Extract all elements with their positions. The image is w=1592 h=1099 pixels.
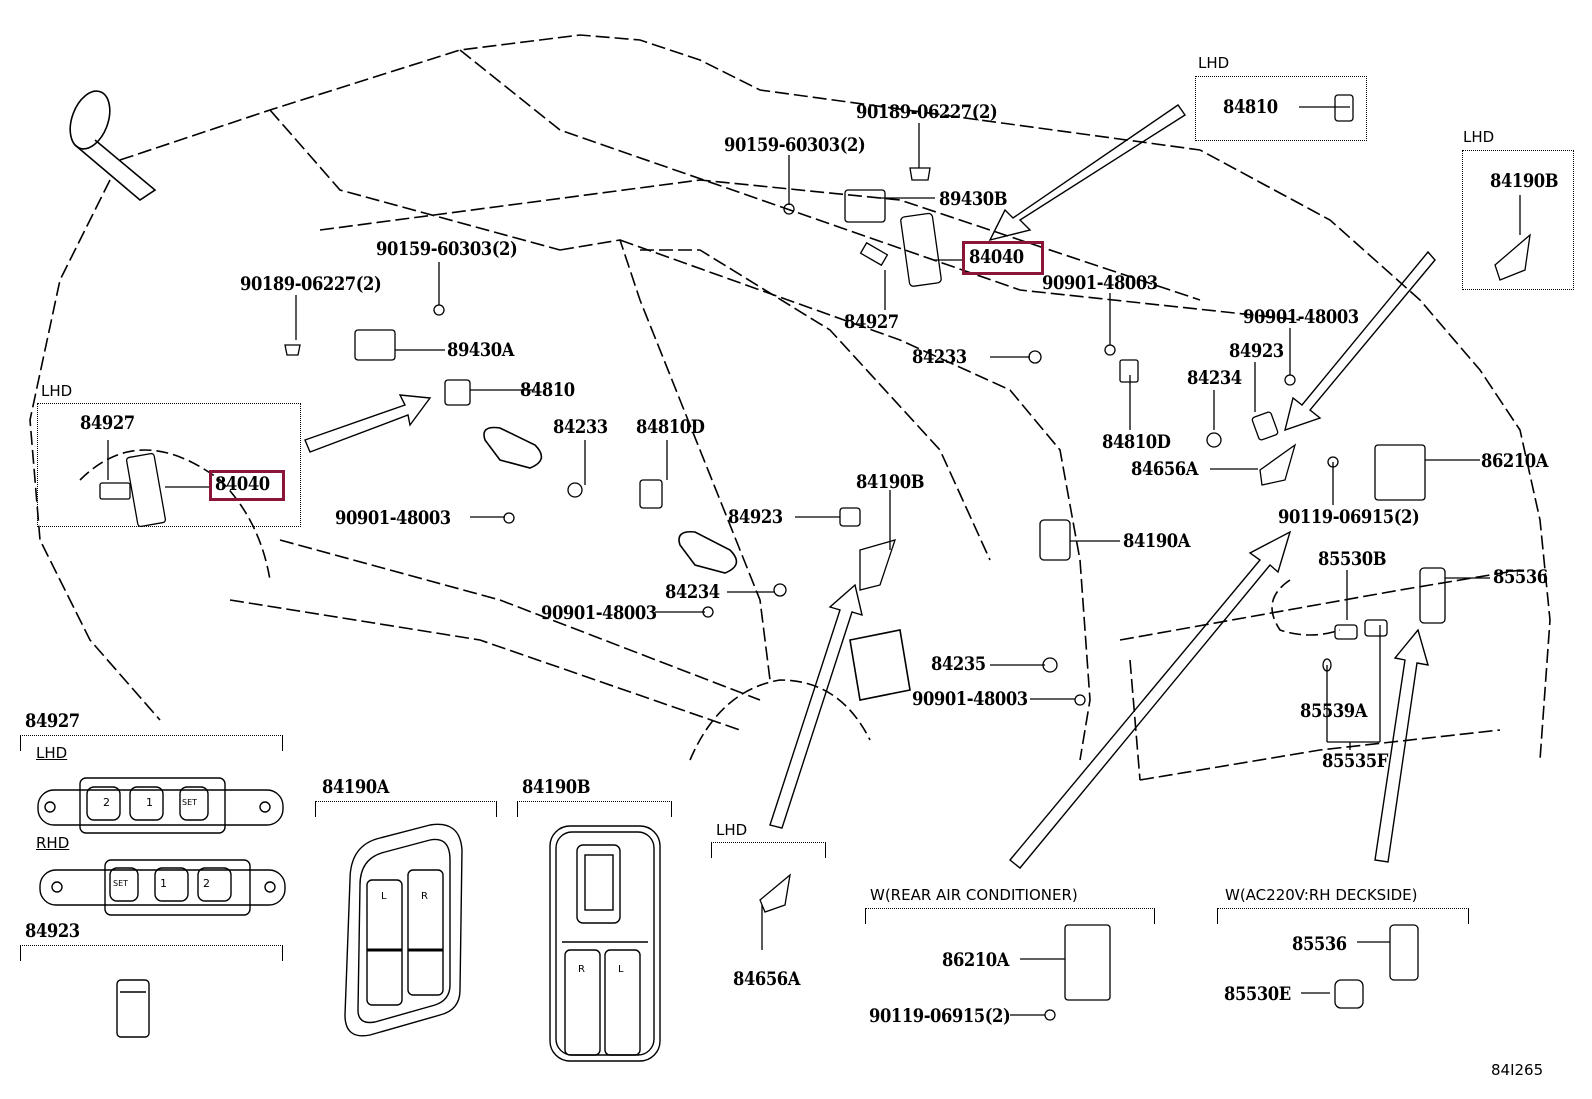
label-85535f: 85535F [1322, 750, 1388, 772]
detail-84927-lhd-caption: LHD [36, 744, 68, 762]
detail-84927-rhd-caption: RHD [36, 834, 70, 852]
detail-84190b-bracket [517, 801, 672, 817]
detail-84190b-switch-l: L [618, 964, 624, 975]
part-glyphs [99, 94, 1531, 1021]
label-90119-06915: 90119-06915(2) [1278, 506, 1420, 528]
detail-84927-title: 84927 [25, 710, 80, 732]
pointer-arrows [304, 104, 1436, 869]
inset-84810-label: 84810 [1223, 96, 1278, 118]
car-body [29, 34, 1551, 781]
label-84233-right: 84233 [912, 346, 967, 368]
lhd-button-set: SET [182, 798, 198, 807]
side-mirror [69, 90, 157, 201]
label-84040-highlighted[interactable]: 84040 [969, 246, 1024, 268]
detail-84923-bracket [20, 945, 283, 961]
label-85530b: 85530B [1318, 548, 1387, 570]
detail-84923-title: 84923 [25, 920, 80, 942]
inset-84040-box [37, 403, 301, 527]
label-84810: 84810 [520, 379, 575, 401]
label-84923-mid: 84923 [728, 506, 783, 528]
label-84923-right: 84923 [1229, 340, 1284, 362]
detail-84927-bracket [20, 735, 283, 751]
lhd-button-1: 1 [146, 796, 153, 809]
label-90901-48003-b: 90901-48003 [1243, 306, 1359, 328]
label-84235: 84235 [931, 653, 986, 675]
label-90901-48003-c: 90901-48003 [335, 507, 451, 529]
inset-84040-label-highlighted[interactable]: 84040 [215, 473, 270, 495]
highlight-box-84040 [962, 241, 1044, 275]
rhd-button-2: 2 [203, 877, 210, 890]
label-84234-right: 84234 [1187, 367, 1242, 389]
inset-84656a-label: 84656A [733, 968, 800, 990]
ac220v-85536-label: 85536 [1292, 933, 1347, 955]
inset-84656a-bracket [711, 842, 826, 858]
detail-84190a-drawing [344, 823, 463, 1037]
label-84810d-left: 84810D [636, 416, 705, 438]
detail-84190a-title: 84190A [322, 776, 389, 798]
ac220v-bracket [1217, 908, 1469, 924]
inset-84656a-caption: LHD [716, 821, 748, 839]
leader-lines [107, 106, 1521, 1016]
ac220v-85530e-label: 85530E [1224, 983, 1291, 1005]
label-85536: 85536 [1493, 566, 1548, 588]
label-84927: 84927 [844, 311, 899, 333]
rear-ac-86210a-label: 86210A [942, 949, 1009, 971]
inset-84040-caption: LHD [41, 382, 73, 400]
inset-84810-caption: LHD [1198, 54, 1230, 72]
label-84233-left: 84233 [553, 416, 608, 438]
rear-ac-bracket [865, 908, 1155, 924]
inset-84190b-box [1462, 150, 1574, 290]
label-84190a: 84190A [1123, 530, 1190, 552]
rhd-button-1: 1 [160, 877, 167, 890]
detail-84190a-bracket [315, 801, 497, 817]
rhd-button-set: SET [113, 879, 129, 888]
label-90189-06227-left: 90189-06227(2) [240, 273, 382, 295]
detail-84190b-drawing [549, 825, 661, 1062]
lhd-button-2: 2 [103, 796, 110, 809]
label-84656a: 84656A [1131, 458, 1198, 480]
inset-84927-label: 84927 [80, 412, 135, 434]
label-90901-48003-d: 90901-48003 [541, 602, 657, 624]
rear-ac-90119-label: 90119-06915(2) [869, 1005, 1011, 1027]
label-90189-06227-top: 90189-06227(2) [856, 101, 998, 123]
ac220v-caption: W(AC220V:RH DECKSIDE) [1225, 886, 1418, 904]
fuel-lid [849, 629, 911, 701]
detail-84927-drawing [37, 777, 286, 1038]
detail-84190b-switch-r: R [578, 964, 585, 975]
illustration-reference-code: 84I265 [1491, 1061, 1544, 1079]
wheel-arches [79, 449, 1341, 761]
label-90901-48003-a: 90901-48003 [1042, 272, 1158, 294]
label-85539a: 85539A [1300, 700, 1367, 722]
label-90901-48003-e: 90901-48003 [912, 688, 1028, 710]
label-90159-60303-top: 90159-60303(2) [724, 134, 866, 156]
rear-ac-caption: W(REAR AIR CONDITIONER) [870, 886, 1078, 904]
detail-84190a-switch-l: L [381, 891, 387, 902]
door-handles [483, 426, 738, 574]
inset-84190b-label: 84190B [1490, 170, 1559, 192]
inset-84810-box [1195, 76, 1367, 141]
label-89430a: 89430A [447, 339, 514, 361]
label-84190b-mid: 84190B [856, 471, 925, 493]
label-89430b: 89430B [939, 188, 1008, 210]
label-84234-mid: 84234 [665, 581, 720, 603]
detail-84190b-title: 84190B [522, 776, 591, 798]
label-86210a: 86210A [1481, 450, 1548, 472]
label-84810d-right: 84810D [1102, 431, 1171, 453]
inset-highlight-box-84040 [209, 470, 285, 501]
label-90159-60303-left: 90159-60303(2) [376, 238, 518, 260]
detail-84190a-switch-r: R [421, 891, 428, 902]
inset-84190b-caption: LHD [1463, 128, 1495, 146]
